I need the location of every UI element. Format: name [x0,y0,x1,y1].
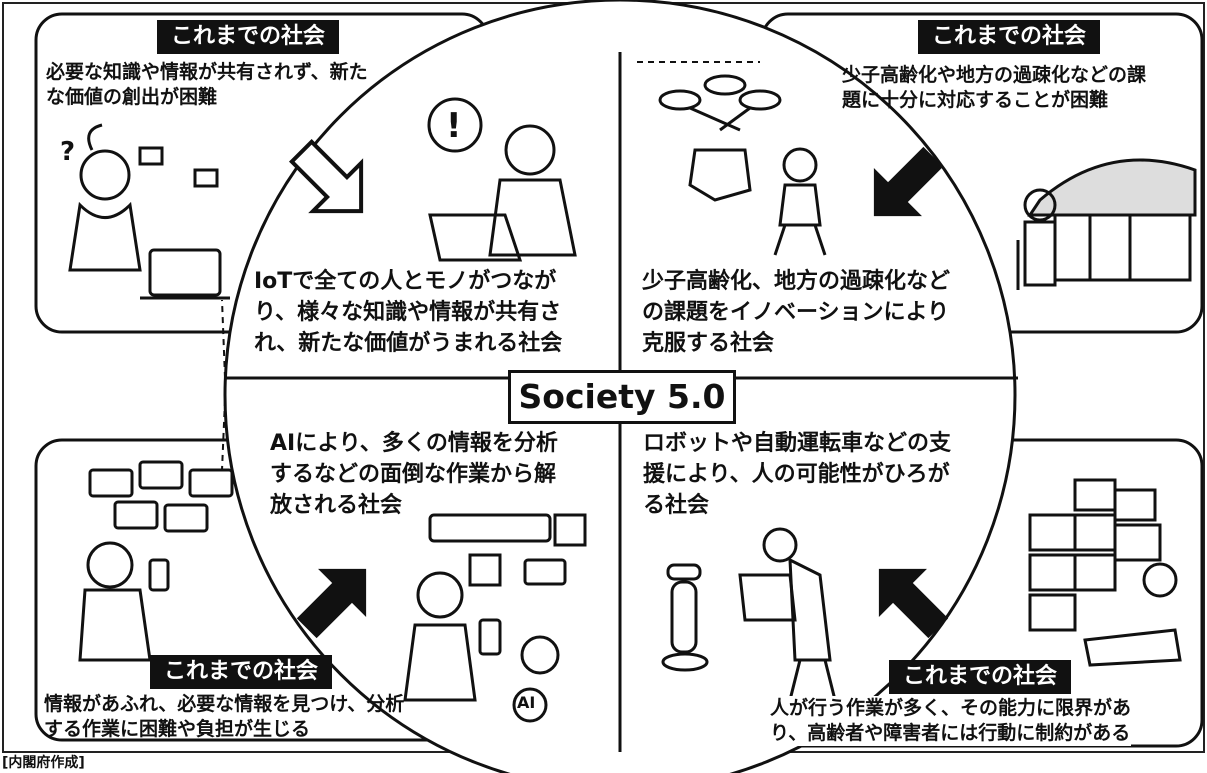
solution-line: するなどの面倒な作業から解 [270,462,557,487]
solution-line: の課題をイノベーションにより [642,300,950,325]
solution-bottom-right: ロボットや自動運転車などの支 援により、人の可能性がひろが る社会 [643,428,951,521]
tag-top-right: これまでの社会 [918,20,1101,54]
solution-line: ロボットや自動運転車などの支 [643,431,952,456]
arrow-top-right [873,146,944,217]
tag-top-left: これまでの社会 [157,20,340,54]
illustration-drone [658,74,827,256]
problem-line: する作業に困難や負担が生じる [44,718,311,740]
solution-line: れ、新たな価値がうまれる社会 [254,331,563,356]
solution-line: 克服する社会 [642,331,775,356]
problem-line: 必要な知識や情報が共有されず、新た [46,61,368,83]
solution-line: り、様々な知識や情報が共有さ [254,300,562,325]
problem-top-left: 必要な知識や情報が共有されず、新た な価値の創出が困難 [46,60,368,110]
illustration-ai-person [403,513,587,723]
svg-text:?: ? [60,137,75,167]
illustration-rural-house [1016,158,1197,290]
illustration-box-stack [1028,478,1182,667]
source-note: [内閣府作成] [2,755,85,771]
illustration-robot-worker [661,527,837,701]
arrow-top-left [288,138,364,214]
problem-bottom-right: 人が行う作業が多く、その能力に限界があ り、高齢者や障害者には行動に制約がある [770,696,1132,746]
solution-line: 放される社会 [270,493,403,518]
tag-bottom-right: これまでの社会 [889,660,1072,694]
problem-line: 人が行う作業が多く、その能力に限界があ [770,697,1132,719]
solution-top-right: 少子高齢化、地方の過疎化など の課題をイノベーションにより 克服する社会 [642,266,951,359]
solution-line: IoTで全ての人とモノがつなが [254,269,557,294]
problem-line: り、高齢者や障害者には行動に制約がある [770,722,1131,744]
illustration-idea-person: ! [427,97,577,262]
problem-line: 情報があふれ、必要な情報を見つけ、分析 [44,693,405,715]
problem-line: 少子高齢化や地方の過疎化などの課 [842,64,1147,86]
illustration-stressed-person: ? [60,123,230,300]
problem-line: な価値の創出が困難 [46,86,218,108]
problem-line: 題に十分に対応することが困難 [842,89,1109,111]
arrow-bottom-right [878,568,949,639]
solution-line: AIにより、多くの情報を分析 [270,431,558,456]
solution-line: る社会 [643,493,710,518]
problem-bottom-left: 情報があふれ、必要な情報を見つけ、分析 する作業に困難や負担が生じる [44,692,404,742]
solution-bottom-left: AIにより、多くの情報を分析 するなどの面倒な作業から解 放される社会 [270,428,558,521]
solution-line: 援により、人の可能性がひろが [643,462,950,487]
problem-top-right: 少子高齢化や地方の過疎化などの課 題に十分に対応することが困難 [842,63,1146,113]
tag-bottom-left: これまでの社会 [150,655,333,689]
svg-text:!: ! [446,106,462,146]
arrow-bottom-left [296,568,367,639]
ai-badge: AI [517,693,536,712]
solution-line: 少子高齢化、地方の過疎化など [642,269,951,294]
solution-top-left: IoTで全ての人とモノがつなが り、様々な知識や情報が共有さ れ、新たな価値がう… [254,266,563,359]
society-5-label: Society 5.0 [508,370,736,424]
